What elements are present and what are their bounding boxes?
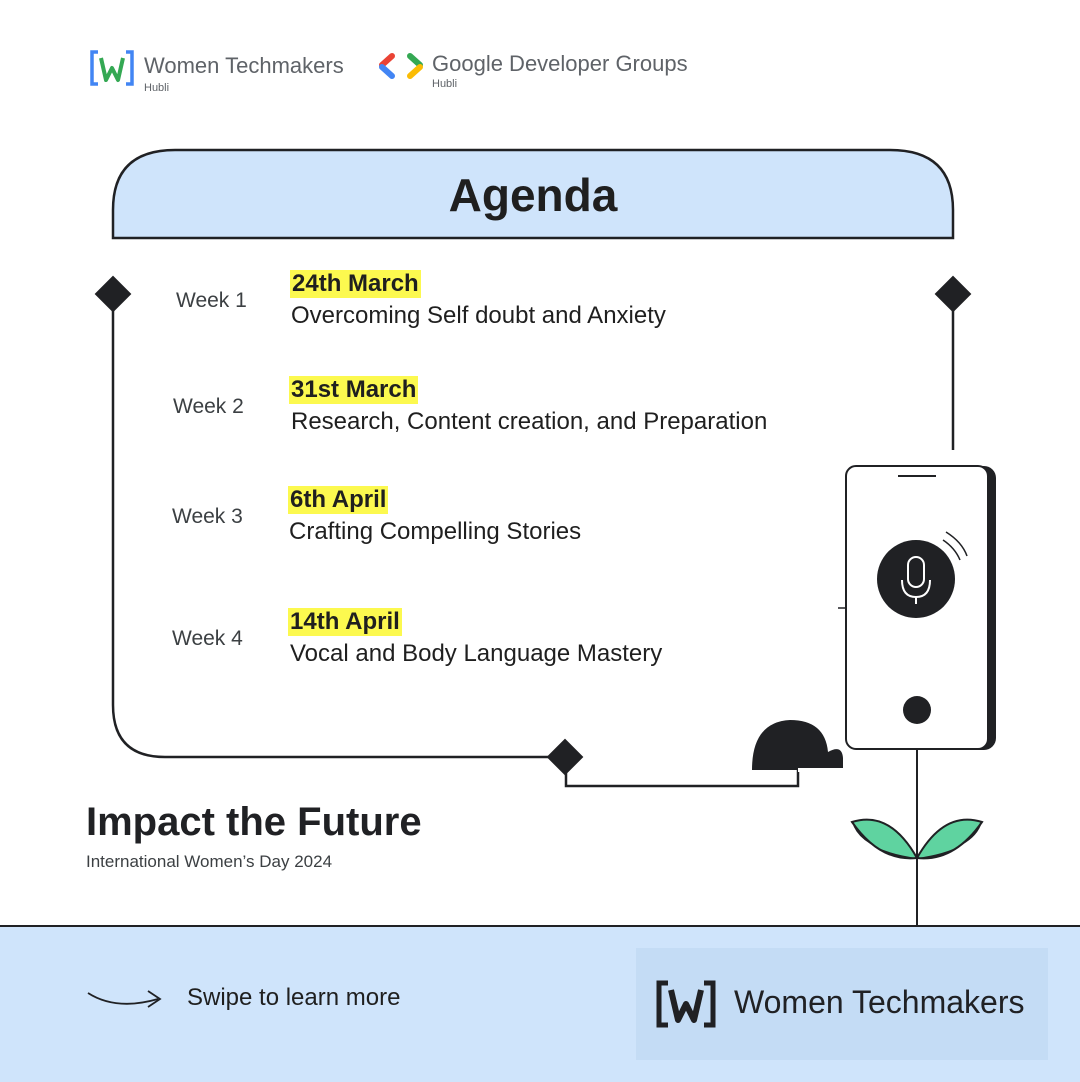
agenda-week-label: Week 3 xyxy=(172,505,243,528)
agenda-topic: Vocal and Body Language Mastery xyxy=(290,640,663,667)
agenda-week-label: Week 1 xyxy=(176,289,247,312)
gdg-logo-sub: Hubli xyxy=(432,78,458,90)
plant-icon xyxy=(850,750,984,925)
agenda-week-label: Week 2 xyxy=(173,395,244,418)
agenda-date: 6th April xyxy=(288,486,389,514)
wtm-logo-icon xyxy=(656,980,716,1028)
wtm-brand-box: Women Techmakers xyxy=(636,948,1048,1060)
subheadline: International Women’s Day 2024 xyxy=(86,852,333,871)
swipe-label[interactable]: Swipe to learn more xyxy=(187,984,401,1011)
agenda-date: 24th March xyxy=(290,270,421,298)
agenda-topic: Crafting Compelling Stories xyxy=(289,518,582,545)
wtm-logo-sub: Hubli xyxy=(144,82,170,94)
agenda-header-tab xyxy=(111,148,955,240)
cloud-icon xyxy=(752,720,846,772)
agenda-week-label: Week 4 xyxy=(172,627,243,650)
gdg-logo-name: Google Developer Groups xyxy=(432,51,688,76)
gdg-logo-icon xyxy=(379,53,423,79)
diamond-icon xyxy=(94,275,132,313)
gdg-hubli-logo: Google Developer Groups Hubli xyxy=(378,48,708,98)
arrow-icon xyxy=(87,990,162,1008)
headline: Impact the Future xyxy=(86,800,422,844)
agenda-date: 14th April xyxy=(288,608,402,636)
agenda-border-line xyxy=(111,296,565,759)
wtm-hubli-logo: Women Techmakers Hubli xyxy=(90,48,380,98)
wtm-logo-icon xyxy=(90,50,134,86)
agenda-topic: Overcoming Self doubt and Anxiety xyxy=(291,302,666,329)
wtm-brand-name: Women Techmakers xyxy=(734,984,1025,1020)
wtm-logo-name: Women Techmakers xyxy=(144,53,344,78)
mic-icon xyxy=(877,531,968,618)
agenda-topic: Research, Content creation, and Preparat… xyxy=(291,408,768,435)
agenda-date: 31st March xyxy=(289,376,419,404)
diamond-icon xyxy=(546,738,584,776)
agenda-title: Agenda xyxy=(448,169,618,221)
diamond-icon xyxy=(934,275,972,313)
